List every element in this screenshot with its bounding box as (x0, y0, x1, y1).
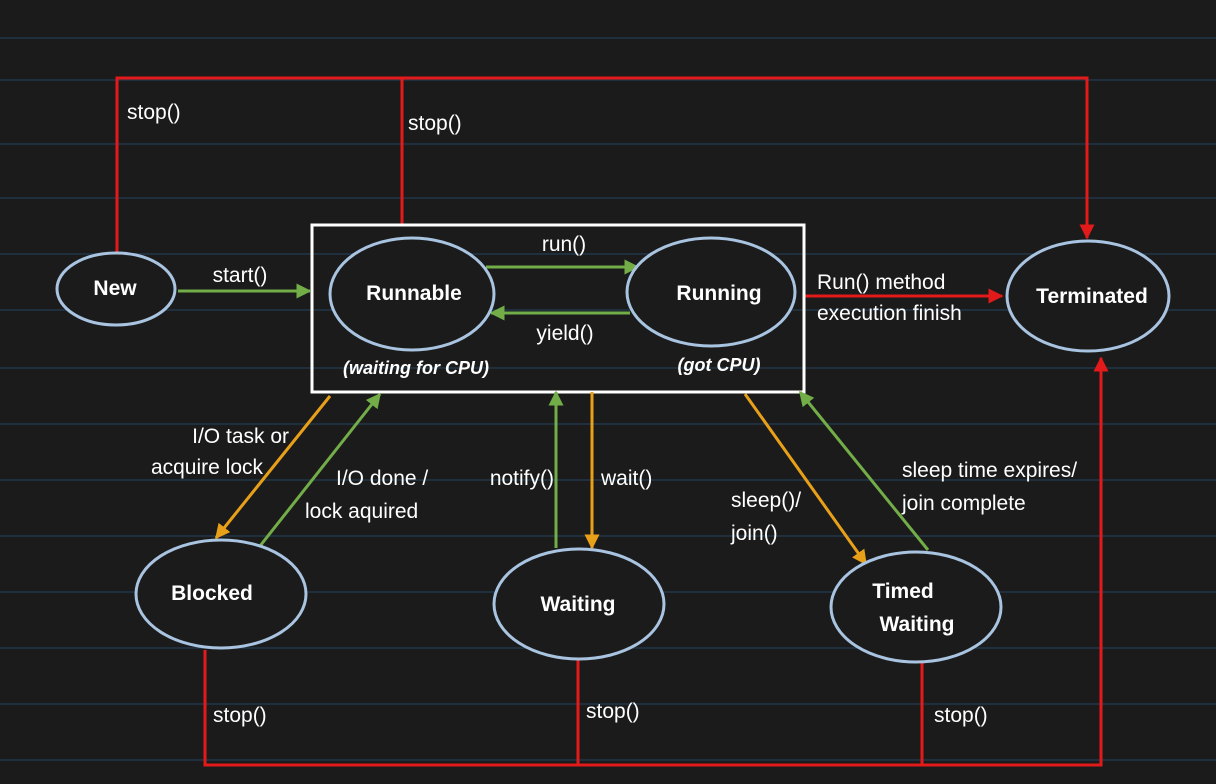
state-running-node (625, 236, 797, 348)
sleep-expires-arrow (798, 390, 930, 551)
orange-transitions (214, 392, 868, 566)
runnable-note: (waiting for CPU) (343, 358, 489, 378)
io-done-label-line2: lock aquired (305, 500, 418, 523)
io-task-label-line1: I/O task or (192, 425, 289, 448)
state-runnable-label: Runnable (366, 282, 462, 305)
stop-new-label: stop() (127, 101, 181, 124)
state-blocked-node (134, 538, 308, 650)
state-nodes (55, 236, 1171, 664)
sleep-expires-label-line2: join complete (901, 492, 1026, 515)
state-waiting-label: Waiting (540, 593, 615, 616)
sleep-join-label-line2: join() (730, 522, 778, 545)
state-running-label: Running (676, 282, 761, 305)
state-timed-waiting-label-line2: Waiting (879, 613, 954, 636)
state-terminated-node (1005, 239, 1171, 353)
state-new-label: New (93, 277, 137, 300)
sleep-join-arrow (743, 393, 868, 566)
stop-timed-label: stop() (934, 704, 988, 727)
start-label: start() (213, 264, 268, 287)
state-timed-waiting-label-line1: Timed (872, 580, 933, 603)
state-runnable-node (328, 236, 496, 352)
yield-label: yield() (536, 322, 593, 345)
stop-line-top (115, 76, 1095, 254)
io-task-label-line2: acquire lock (151, 456, 264, 479)
state-terminated-label: Terminated (1036, 285, 1148, 308)
state-timed-waiting-node (829, 550, 1003, 664)
wait-label: wait() (600, 467, 652, 490)
state-waiting-node (492, 547, 666, 661)
sleep-expires-label-line1: sleep time expires/ (902, 459, 1077, 482)
green-transitions (178, 259, 930, 551)
run-finish-label-line1: Run() method (817, 271, 945, 294)
state-new-node (55, 251, 177, 327)
stop-runnable-label: stop() (408, 112, 462, 135)
io-task-arrow (214, 395, 332, 540)
stop-line-bottom (203, 356, 1109, 767)
stop-blocked-label: stop() (213, 704, 267, 727)
io-done-label-line1: I/O done / (336, 467, 428, 490)
state-blocked-label: Blocked (171, 582, 253, 605)
running-note: (got CPU) (678, 355, 761, 375)
run-finish-label-line2: execution finish (817, 302, 962, 325)
run-label: run() (542, 233, 586, 256)
notify-label: notify() (490, 467, 554, 490)
stop-waiting-label: stop() (586, 700, 640, 723)
stop-connectors (115, 76, 1109, 767)
sleep-join-label-line1: sleep()/ (731, 489, 801, 512)
io-done-arrow (258, 392, 382, 547)
